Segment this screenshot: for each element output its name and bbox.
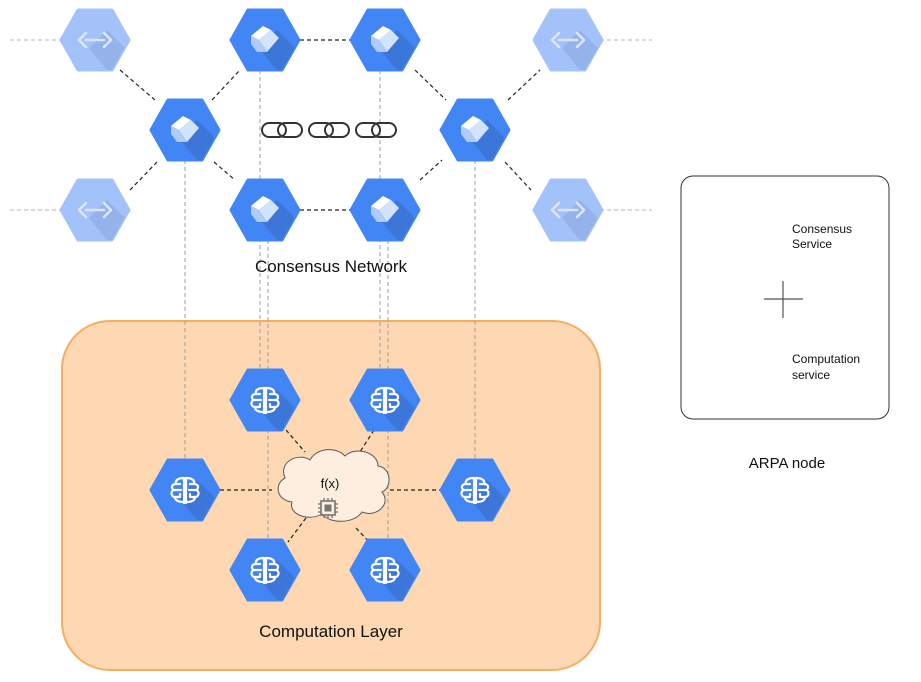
link bbox=[119, 69, 156, 101]
legend: Consensus Service Computation service AR… bbox=[680, 175, 890, 472]
endpoint-arrows-icon bbox=[77, 31, 113, 49]
link bbox=[129, 161, 158, 191]
brain-icon bbox=[370, 556, 400, 585]
function-cloud: f(x) bbox=[277, 449, 390, 522]
external-links bbox=[10, 39, 652, 211]
link bbox=[419, 159, 443, 181]
brain-icon bbox=[370, 386, 400, 415]
plus-icon bbox=[764, 281, 803, 318]
link bbox=[285, 429, 306, 453]
computation-node bbox=[349, 368, 421, 432]
link bbox=[414, 69, 447, 101]
external-node bbox=[532, 178, 604, 242]
legend-computation-line1: Computation bbox=[792, 352, 860, 366]
external-node bbox=[532, 8, 604, 72]
legend-consensus-line2: Service bbox=[792, 237, 832, 251]
brain-icon bbox=[250, 386, 280, 415]
consensus-node bbox=[349, 8, 421, 72]
legend-computation-line2: service bbox=[792, 368, 830, 382]
legend-consensus-line1: Consensus bbox=[792, 222, 852, 236]
consensus-node bbox=[349, 178, 421, 242]
link bbox=[507, 69, 541, 101]
function-label: f(x) bbox=[321, 476, 340, 491]
chain-link bbox=[308, 122, 350, 138]
cube-icon bbox=[371, 196, 399, 222]
endpoint-arrows-icon bbox=[550, 201, 586, 219]
chain-link bbox=[355, 122, 397, 138]
legend-title: ARPA node bbox=[749, 455, 825, 472]
cube-icon bbox=[461, 116, 489, 142]
link bbox=[287, 517, 307, 543]
computation-layer-label: Computation Layer bbox=[259, 622, 403, 641]
link bbox=[211, 69, 241, 101]
chain-links-icon bbox=[261, 122, 397, 138]
chip-icon bbox=[318, 498, 338, 518]
consensus-links bbox=[119, 39, 541, 211]
link bbox=[213, 161, 236, 181]
consensus-node bbox=[149, 98, 221, 162]
consensus-node bbox=[229, 178, 301, 242]
brain-icon bbox=[170, 476, 200, 505]
brain-icon bbox=[460, 476, 490, 505]
consensus-network-label: Consensus Network bbox=[255, 257, 408, 276]
endpoint-arrows-icon bbox=[77, 201, 113, 219]
cube-icon bbox=[251, 26, 279, 52]
external-node bbox=[59, 8, 131, 72]
chain-link bbox=[261, 122, 303, 138]
brain-icon bbox=[250, 556, 280, 585]
cloud-shape bbox=[277, 449, 390, 522]
consensus-node bbox=[229, 8, 301, 72]
external-node bbox=[59, 178, 131, 242]
link bbox=[504, 161, 532, 191]
cube-icon bbox=[371, 26, 399, 52]
cube-icon bbox=[171, 116, 199, 142]
legend-box bbox=[680, 175, 890, 420]
computation-node bbox=[149, 458, 221, 522]
consensus-node bbox=[439, 98, 511, 162]
endpoint-arrows-icon bbox=[550, 31, 586, 49]
link bbox=[355, 527, 373, 546]
cube-icon bbox=[251, 196, 279, 222]
